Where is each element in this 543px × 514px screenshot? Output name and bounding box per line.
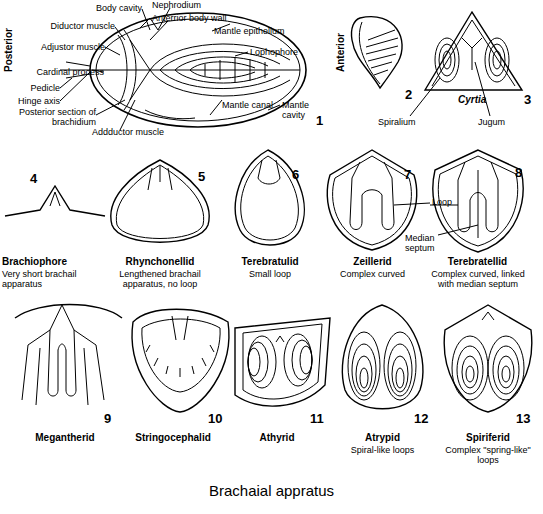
part-label: Median septum xyxy=(405,233,445,253)
part-label: Mantle epithelium xyxy=(214,26,324,36)
axis-label: Anterior xyxy=(336,33,346,72)
part-label: Jugum xyxy=(478,117,528,127)
part-label: Small loop xyxy=(220,269,320,279)
part-label: Complex "spring-like" loops xyxy=(438,445,538,465)
part-label: Nephrodium xyxy=(152,0,222,10)
part-label: Diductor muscle xyxy=(20,21,115,31)
callout-number: 3 xyxy=(524,93,540,107)
rhynchonellid-outline xyxy=(111,160,209,242)
atrypid-outline xyxy=(342,305,423,409)
part-label: Complex curved, linked with median septu… xyxy=(428,269,528,289)
part-label: Lophophore xyxy=(250,47,320,57)
part-label: Anterrior body wall xyxy=(152,13,262,23)
callout-number: 9 xyxy=(104,412,124,426)
megantherid-outline xyxy=(15,305,122,406)
group-name: Stringocephalid xyxy=(118,432,228,443)
figure-caption: Brachaial appratus xyxy=(0,482,543,499)
part-label: Spiralium xyxy=(378,117,448,127)
callout-number: 4 xyxy=(30,172,46,186)
callout-number: 8 xyxy=(515,166,531,180)
spiriferid-outline xyxy=(444,305,532,412)
part-label: Mantle canal xyxy=(222,100,292,110)
taxon-name: Cyrtia xyxy=(458,95,498,105)
group-name: Brachiophore xyxy=(2,256,102,267)
athyrid-outline xyxy=(235,318,330,406)
group-name: Atrypid xyxy=(335,432,430,443)
group-name: Spiriferid xyxy=(438,432,538,443)
part-label: Pedicle xyxy=(10,83,60,93)
group-name: Megantherid xyxy=(10,432,120,443)
part-label: Hinge axis xyxy=(10,96,60,106)
part-label: Lengthened brachail apparatus, no loop xyxy=(108,269,212,289)
terebratellid-outline xyxy=(430,150,523,252)
callout-number: 2 xyxy=(405,88,421,102)
spiral-shell-side xyxy=(351,17,402,88)
axis-label: Posterior xyxy=(4,28,14,72)
callout-number: 1 xyxy=(316,114,332,128)
part-label: Very short brachail apparatus xyxy=(2,269,112,289)
callout-number: 10 xyxy=(208,412,232,426)
callout-number: 11 xyxy=(310,412,334,426)
part-label: Spiral-like loops xyxy=(335,445,430,455)
part-label: Addductor muscle xyxy=(92,127,192,137)
part-label: Body cavity xyxy=(72,3,142,13)
part-label: Loop xyxy=(432,197,472,207)
cyrtia-shell xyxy=(410,12,522,116)
group-name: Zeillerid xyxy=(325,256,420,267)
group-name: Rhynchonellid xyxy=(100,256,220,267)
terebratulid-outline xyxy=(235,150,304,245)
part-label: Adjustor muscle xyxy=(10,42,105,52)
callout-number: 7 xyxy=(404,168,420,182)
callout-number: 12 xyxy=(414,412,438,426)
callout-number: 5 xyxy=(198,170,214,184)
part-label: Posterior section of brachidium xyxy=(14,107,96,127)
group-name: Terebratulid xyxy=(220,256,320,267)
part-label: Cardinal process xyxy=(10,67,104,77)
callout-number: 6 xyxy=(292,168,308,182)
part-label: Complex curved xyxy=(320,269,425,279)
brachiophore-outline xyxy=(5,186,105,216)
group-name: Athyrid xyxy=(232,432,322,443)
group-name: Terebratellid xyxy=(425,256,530,267)
stringocephalid-outline xyxy=(132,309,229,412)
callout-number: 13 xyxy=(516,412,540,426)
